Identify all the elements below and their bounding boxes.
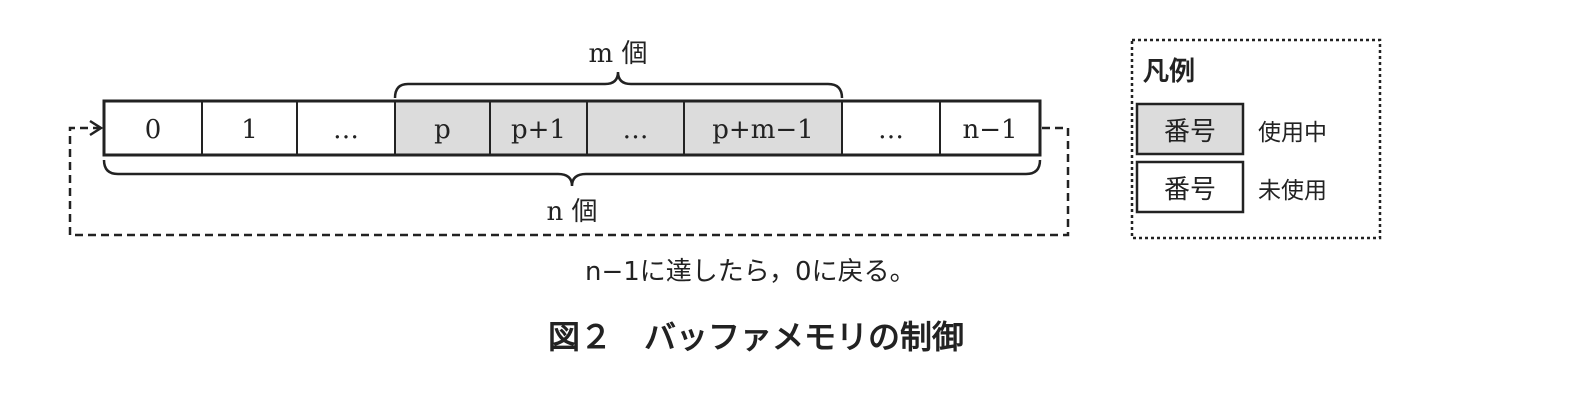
legend-in-use-label: 使用中 — [1258, 120, 1327, 146]
legend-title: 凡例 — [1143, 57, 1195, 87]
buffer-cell-label: 0 — [145, 115, 162, 145]
wrap-arrow — [68, 126, 1070, 237]
n-brace — [102, 159, 1042, 187]
buffer-cell — [201, 100, 298, 156]
arrow-head-icon — [89, 119, 104, 137]
buffer-cell-label: p — [434, 115, 451, 145]
buffer-cell-label: p+m−1 — [712, 115, 813, 145]
m-label: m 個 — [589, 39, 648, 69]
buffer-outline — [102, 99, 1042, 157]
n-label: n 個 — [546, 197, 597, 227]
legend-unused-label: 未使用 — [1258, 178, 1327, 204]
buffer-cell — [586, 100, 685, 156]
figure-caption: 図２ バッファメモリの制御 — [548, 318, 964, 356]
buffer-cell-label: … — [333, 115, 359, 145]
buffer-cell-label: p+1 — [511, 115, 566, 145]
svg-text:番号: 番号 — [1164, 117, 1216, 147]
legend: 凡例 番号 使用中 番号 未使用 — [1130, 38, 1382, 240]
buffer-cells: 0 1 … p p+1 … p+m−1 … n−1 — [102, 99, 1042, 157]
m-brace — [393, 71, 844, 99]
buffer-cell-label: n−1 — [962, 115, 1017, 145]
buffer-cell-label: … — [878, 115, 904, 145]
buffer-cell — [841, 100, 941, 156]
buffer-cell-label: … — [623, 115, 649, 145]
legend-unused-box — [1135, 160, 1245, 214]
svg-text:番号: 番号 — [1164, 175, 1216, 205]
wrap-note: n−1に達したら，0に戻る。 — [585, 257, 916, 287]
buffer-cell-label: 1 — [241, 115, 258, 145]
legend-in-use-box — [1135, 102, 1245, 156]
